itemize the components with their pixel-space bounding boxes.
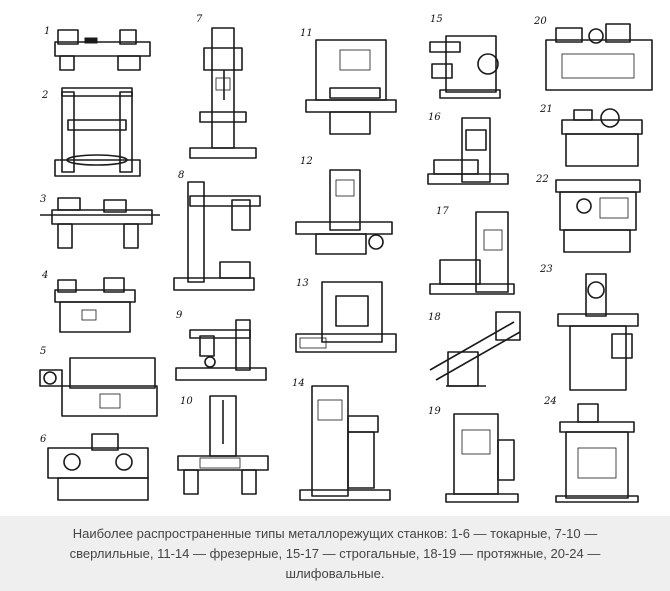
machine-number-16: 16 xyxy=(428,112,441,123)
figure-caption: Наиболее распространенные типы металлоре… xyxy=(69,525,601,581)
machine-14: 14 xyxy=(292,378,391,501)
machine-number-12: 12 xyxy=(300,156,313,167)
machine-7: 7 xyxy=(189,14,257,159)
machine-20: 20 xyxy=(533,16,653,91)
machine-3: 3 xyxy=(40,194,160,249)
machine-9: 9 xyxy=(175,310,267,381)
machine-number-10: 10 xyxy=(180,396,193,407)
machine-18: 18 xyxy=(428,311,521,387)
machine-1: 1 xyxy=(44,26,151,71)
machine-number-3: 3 xyxy=(40,194,46,205)
machine-number-2: 2 xyxy=(41,90,48,101)
machine-number-21: 21 xyxy=(539,104,553,115)
machine-number-18: 18 xyxy=(428,312,441,323)
machine-13: 13 xyxy=(295,278,397,353)
machine-24: 24 xyxy=(543,396,639,503)
machine-8: 8 xyxy=(173,170,261,291)
machine-number-24: 24 xyxy=(543,396,557,407)
machine-number-11: 11 xyxy=(300,28,313,39)
machine-number-7: 7 xyxy=(196,14,203,25)
machine-number-14: 14 xyxy=(292,378,305,389)
machine-6: 6 xyxy=(40,433,149,501)
machine-12: 12 xyxy=(295,156,393,255)
machine-number-4: 4 xyxy=(41,270,48,281)
machine-15: 15 xyxy=(429,14,501,99)
machine-number-15: 15 xyxy=(430,14,443,25)
machine-22: 22 xyxy=(535,174,641,253)
machine-number-9: 9 xyxy=(176,310,183,321)
machine-number-22: 22 xyxy=(535,174,549,185)
machine-21: 21 xyxy=(539,104,643,167)
machine-number-20: 20 xyxy=(533,16,547,27)
machine-5: 5 xyxy=(39,346,158,417)
machine-number-17: 17 xyxy=(436,206,449,217)
machine-11: 11 xyxy=(300,28,397,135)
machine-number-19: 19 xyxy=(428,406,441,417)
machine-drawings: 1 2 3 4 5 xyxy=(39,14,653,503)
machine-23: 23 xyxy=(539,264,639,391)
machine-number-6: 6 xyxy=(40,434,47,445)
machine-17: 17 xyxy=(429,206,515,295)
machine-19: 19 xyxy=(428,406,519,503)
machine-10: 10 xyxy=(177,395,269,495)
machine-16: 16 xyxy=(427,112,509,185)
machine-2: 2 xyxy=(41,87,141,177)
machine-number-13: 13 xyxy=(296,278,309,289)
machine-tools-figure: 1 2 3 4 5 xyxy=(39,14,653,503)
machine-number-1: 1 xyxy=(44,26,50,37)
caption-bar: Наиболее распространенные типы металлоре… xyxy=(0,516,670,591)
machine-4: 4 xyxy=(41,270,136,333)
machine-number-23: 23 xyxy=(539,264,553,275)
machine-number-8: 8 xyxy=(178,170,184,181)
machine-number-5: 5 xyxy=(40,346,46,357)
